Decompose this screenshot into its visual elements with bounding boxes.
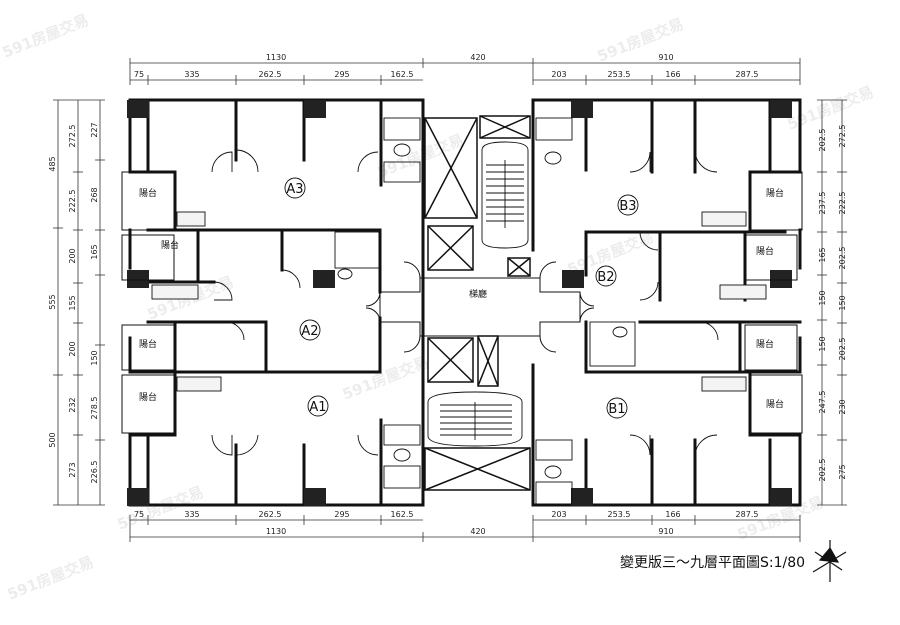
dim-top-left-5: 162.5 <box>391 70 414 79</box>
dim-left-mid-5: 200 <box>68 341 77 356</box>
unit-labels <box>284 177 639 419</box>
dim-right-outer-1: 272.5 <box>838 125 847 148</box>
balcony-label-a2-upper: 陽台 <box>161 239 179 251</box>
dim-left-mid-7: 273 <box>68 462 77 477</box>
dim-left-inner-1: 227 <box>90 122 99 137</box>
dim-right-inner-1: 202.5 <box>818 129 827 152</box>
bathroom-fixtures <box>334 117 636 505</box>
stairs <box>427 141 529 447</box>
dim-left-mid-1: 272.5 <box>68 125 77 148</box>
balcony-label-a3: 陽台 <box>139 187 157 199</box>
elevator-shafts <box>424 115 531 491</box>
north-arrow-icon <box>812 540 847 582</box>
dim-right-inner-7: 202.5 <box>818 459 827 482</box>
dim-top-total-1: 1130 <box>266 53 286 62</box>
dim-left-mid-4: 155 <box>68 295 77 310</box>
dim-bottom-total-2: 420 <box>470 527 485 536</box>
dim-right-outer-3: 202.5 <box>838 247 847 270</box>
dim-top-left-4: 295 <box>334 70 349 79</box>
dim-bottom-left-4: 295 <box>334 510 349 519</box>
door-swings <box>211 149 719 456</box>
balcony-label-b2-lower: 陽台 <box>756 338 774 350</box>
dim-left-inner-5: 278.5 <box>90 397 99 420</box>
dim-left-inner-3: 165 <box>90 244 99 259</box>
kitchen-counters <box>151 211 767 392</box>
unit-label-b1: B1 <box>608 402 625 417</box>
balcony-label-a1: 陽台 <box>139 391 157 403</box>
unit-label-a3: A3 <box>286 182 303 197</box>
dim-right-inner-4: 150 <box>818 290 827 305</box>
dim-left-outer-1: 485 <box>48 156 57 171</box>
dim-left-mid-6: 232 <box>68 397 77 412</box>
balcony-label-a2-lower: 陽台 <box>139 338 157 350</box>
dim-top-right-1: 203 <box>551 70 566 79</box>
dim-right-inner-5: 150 <box>818 336 827 351</box>
dim-left-mid-3: 200 <box>68 248 77 263</box>
dim-right-outer-6: 230 <box>838 399 847 414</box>
walls <box>128 98 802 507</box>
dim-top-total-2: 420 <box>470 53 485 62</box>
dim-top-left-3: 262.5 <box>259 70 282 79</box>
balcony-labels: 陽台 陽台 陽台 陽台 陽台 陽台 陽台 陽台 <box>139 187 784 410</box>
dim-bottom-total-1: 1130 <box>266 527 286 536</box>
balcony-label-b3: 陽台 <box>766 187 784 199</box>
dimension-lines <box>53 58 847 542</box>
dim-bottom-left-1: 75 <box>134 510 144 519</box>
dim-top-left-1: 75 <box>134 70 144 79</box>
dim-left-outer-2: 555 <box>48 294 57 309</box>
drawing-title: 變更版三～九層平面圖S:1/80 <box>620 555 805 571</box>
dim-left-mid-2: 222.5 <box>68 190 77 213</box>
dim-top-left-2: 335 <box>184 70 199 79</box>
dim-right-outer-7: 275 <box>838 464 847 479</box>
watermark-text: 591房屋交易 <box>785 83 876 134</box>
dim-bottom-total-3: 910 <box>658 527 673 536</box>
balcony-railings <box>121 171 803 434</box>
unit-label-b2: B2 <box>597 270 614 285</box>
unit-label-a1: A1 <box>309 400 326 415</box>
dim-bottom-left-5: 162.5 <box>391 510 414 519</box>
watermark-text: 591房屋交易 <box>5 553 96 604</box>
dim-bottom-left-2: 335 <box>184 510 199 519</box>
dim-bottom-right-1: 203 <box>551 510 566 519</box>
balcony-label-b2-upper: 陽台 <box>756 245 774 257</box>
dim-top-total-3: 910 <box>658 53 673 62</box>
unit-label-a2: A2 <box>301 324 318 339</box>
lobby-outline <box>365 261 595 353</box>
dim-left-inner-2: 268 <box>90 187 99 202</box>
dim-top-right-4: 287.5 <box>736 70 759 79</box>
watermark-text: 591房屋交易 <box>375 131 466 182</box>
dim-bottom-right-3: 166 <box>665 510 680 519</box>
dimension-labels: 1130 420 910 75 335 262.5 295 162.5 203 … <box>48 53 847 536</box>
dim-left-outer-3: 500 <box>48 432 57 447</box>
dim-right-outer-5: 202.5 <box>838 338 847 361</box>
dim-right-outer-2: 222.5 <box>838 192 847 215</box>
dim-right-inner-3: 165 <box>818 247 827 262</box>
dim-left-inner-6: 226.5 <box>90 461 99 484</box>
watermark-text: 591房屋交易 <box>340 353 431 404</box>
dim-top-right-2: 253.5 <box>608 70 631 79</box>
structural-columns <box>127 100 792 506</box>
unit-label-b3: B3 <box>619 199 636 214</box>
dim-right-outer-4: 150 <box>838 295 847 310</box>
dim-top-right-3: 166 <box>665 70 680 79</box>
dim-bottom-right-2: 253.5 <box>608 510 631 519</box>
dim-right-inner-2: 237.5 <box>818 192 827 215</box>
dim-left-inner-4: 150 <box>90 350 99 365</box>
dim-bottom-left-3: 262.5 <box>259 510 282 519</box>
watermark-text: 591房屋交易 <box>0 11 91 62</box>
balcony-label-b1: 陽台 <box>766 398 784 410</box>
dim-bottom-right-4: 287.5 <box>736 510 759 519</box>
lobby-label: 梯廳 <box>469 288 487 300</box>
dim-right-inner-6: 247.5 <box>818 391 827 414</box>
